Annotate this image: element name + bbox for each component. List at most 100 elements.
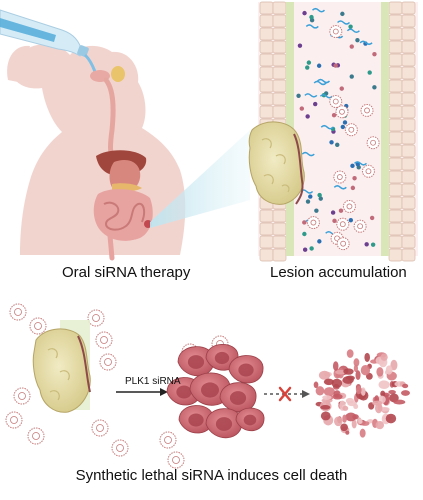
epithelial-cell xyxy=(388,53,403,67)
cell-fragment xyxy=(388,390,396,395)
cell-fragment xyxy=(332,393,343,400)
epithelial-cell xyxy=(272,40,287,54)
epithelial-cell xyxy=(272,105,287,119)
sirna-dot xyxy=(297,43,303,48)
cell-fragment xyxy=(380,353,388,361)
treatment-arrow xyxy=(116,388,168,396)
epithelial-cell xyxy=(388,196,403,210)
cell-fragment xyxy=(353,364,359,373)
cell-fragment xyxy=(323,387,335,397)
bottom-caption: Synthetic lethal siRNA induces cell deat… xyxy=(75,467,348,484)
epithelial-cell xyxy=(259,222,274,236)
cell-fragment xyxy=(359,428,366,438)
epithelial-cell xyxy=(388,14,403,28)
cell-fragment xyxy=(353,358,360,367)
cell-fragment xyxy=(385,413,397,424)
cell-fragment xyxy=(343,368,354,375)
cell-fragment xyxy=(320,405,331,410)
nanoparticle xyxy=(329,25,343,39)
sirna-dot xyxy=(313,101,318,107)
epithelial-cell xyxy=(401,248,416,262)
sirna-dot xyxy=(330,210,336,215)
cell-fragment xyxy=(335,369,347,375)
nanoparticle xyxy=(336,217,350,231)
nanoparticle xyxy=(87,309,105,327)
epithelial-cell xyxy=(388,144,403,158)
nanoparticle xyxy=(353,219,367,233)
sirna-dot xyxy=(355,37,360,43)
epithelial-cell xyxy=(272,53,287,67)
epithelial-cell xyxy=(259,1,274,15)
epithelial-cell xyxy=(388,222,403,236)
sirna-dot xyxy=(309,14,314,20)
sirna-dot xyxy=(364,242,369,247)
cell-fragment xyxy=(342,405,349,411)
epithelial-cell xyxy=(401,183,416,197)
epithelial-cell xyxy=(388,105,403,119)
epithelial-cell xyxy=(272,14,287,28)
sirna-dot xyxy=(316,63,322,68)
nanoparticle xyxy=(329,95,343,109)
sirna-dot xyxy=(329,140,334,145)
nanoparticle xyxy=(9,303,27,321)
epithelial-cell xyxy=(259,248,274,262)
nanoparticle xyxy=(344,123,358,137)
tumor-cell xyxy=(219,382,257,413)
epithelial-cell xyxy=(388,118,403,132)
digestive-tract-icon xyxy=(90,66,153,261)
sirna-strand xyxy=(359,40,373,46)
sirna-dot xyxy=(305,114,310,119)
nanoparticle xyxy=(27,427,45,445)
tumor-cell xyxy=(228,355,264,384)
epithelial-cell xyxy=(401,170,416,184)
cell-fragment xyxy=(360,421,370,426)
epithelial-cell xyxy=(388,40,403,54)
oral-therapy-caption: Oral siRNA therapy xyxy=(62,264,191,281)
epithelial-cell xyxy=(388,183,403,197)
cell-fragment xyxy=(322,395,332,400)
nanoparticle xyxy=(342,199,356,213)
tumor-cell xyxy=(235,407,265,432)
magnification-beam xyxy=(150,130,250,228)
sirna-dot xyxy=(352,176,357,181)
epithelial-cell xyxy=(272,248,287,262)
tumor-cell-cluster xyxy=(166,344,265,439)
sirna-dot xyxy=(305,65,310,70)
red-x-icon xyxy=(278,386,292,402)
cell-fragment xyxy=(331,378,343,388)
epithelial-cell xyxy=(388,248,403,262)
cell-fragment xyxy=(400,390,410,396)
epithelial-cell xyxy=(401,235,416,249)
nanoparticle xyxy=(13,387,31,405)
sirna-strand xyxy=(353,161,368,166)
sirna-dot xyxy=(372,51,377,57)
sirna-dot xyxy=(348,217,354,223)
sirna-dot xyxy=(340,11,345,17)
sirna-strand xyxy=(304,93,318,98)
sirna-dot xyxy=(338,208,344,213)
nanoparticle xyxy=(336,237,350,251)
sirna-dot xyxy=(302,220,307,225)
sirna-dot xyxy=(350,163,355,169)
epithelial-cell xyxy=(259,105,274,119)
nanoparticle xyxy=(159,431,177,449)
cell-fragment xyxy=(355,385,362,395)
epithelial-cell xyxy=(272,222,287,236)
nanoparticle xyxy=(5,411,23,429)
epithelial-cell xyxy=(272,27,287,41)
tumor-lesion-icon xyxy=(248,121,305,205)
epithelial-cell xyxy=(388,92,403,106)
lesion-accumulation-caption: Lesion accumulation xyxy=(270,264,407,281)
cell-fragment xyxy=(390,359,398,371)
sirna-dot xyxy=(349,74,354,79)
sirna-strand xyxy=(305,24,319,29)
sirna-dot xyxy=(335,142,340,148)
dying-cell-fragments xyxy=(313,349,410,438)
epithelial-cell xyxy=(259,92,274,106)
sirna-dot xyxy=(302,247,308,252)
sirna-dot xyxy=(306,60,312,65)
sirna-dot xyxy=(308,194,313,199)
cell-fragment xyxy=(355,370,361,381)
cell-fragment xyxy=(376,367,384,377)
sirna-dot xyxy=(305,199,311,204)
